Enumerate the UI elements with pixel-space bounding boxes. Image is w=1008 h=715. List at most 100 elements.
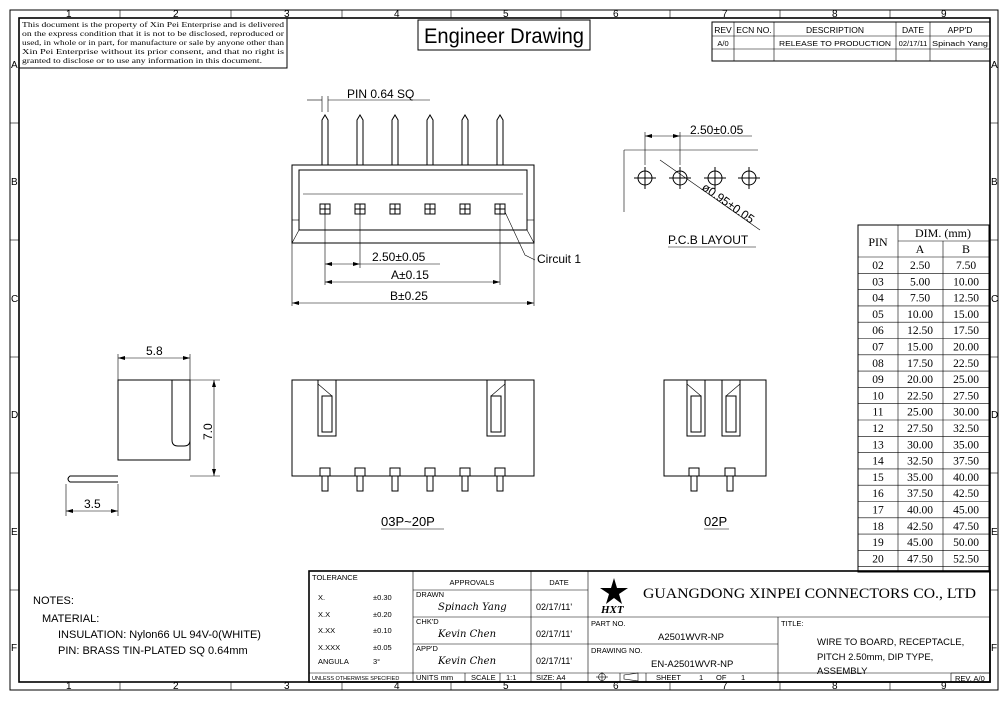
drawn-label: DRAWN xyxy=(416,590,444,599)
dim-table-a-cell: 32.50 xyxy=(907,456,933,468)
dim-table-a-cell: 10.00 xyxy=(907,309,933,321)
title-block: TOLERANCE X. ±0.30 X.X ±0.20 X.XX ±0.10 … xyxy=(308,570,991,683)
tol-row-2-value: ±0.10 xyxy=(373,626,392,635)
disclaimer-line-3: used, in whole or in part, for manufactu… xyxy=(22,39,285,47)
drawn-signature: Spinach Yang xyxy=(438,602,507,613)
dim-table-a-cell: 12.50 xyxy=(907,325,933,337)
front-view-two: 02P xyxy=(663,379,767,530)
dim-table-a-cell: 37.50 xyxy=(907,488,933,500)
dim-table-b-cell: 45.00 xyxy=(953,505,979,517)
grid-row-d-left: D xyxy=(11,410,18,421)
notes-pin: PIN: BRASS TIN-PLATED SQ 0.64mm xyxy=(58,645,248,657)
pcb-holes xyxy=(634,167,760,189)
grid-col-1-top: 1 xyxy=(66,9,72,20)
rev-header-ecn: ECN NO. xyxy=(736,25,771,35)
company-logo-text: HXT xyxy=(600,604,625,616)
scale-label: SCALE xyxy=(471,673,496,682)
rev-header-description: DESCRIPTION xyxy=(806,25,864,35)
dim-table-a-cell: 22.50 xyxy=(907,390,933,402)
drawing-no: EN-A2501WVR-NP xyxy=(651,659,733,670)
dim-table-b-cell: 22.50 xyxy=(953,358,979,370)
inner-border xyxy=(18,17,991,683)
company-logo: HXT xyxy=(600,578,628,616)
chkd-label: CHK'D xyxy=(416,617,439,626)
grid-col-5-top: 5 xyxy=(503,9,509,20)
grid-col-9-bottom: 9 xyxy=(941,681,947,692)
size-label: SIZE: A4 xyxy=(536,673,566,682)
tol-row-0-label: X. xyxy=(318,593,325,602)
grid-row-f-left: F xyxy=(11,643,17,654)
notes-insulation: INSULATION: Nylon66 UL 94V-0(WHITE) xyxy=(58,629,261,641)
dim-table-b-cell: 37.50 xyxy=(953,456,979,468)
b-dim: B±0.25 xyxy=(390,289,428,303)
circuit-1-label: Circuit 1 xyxy=(537,252,581,266)
tol-row-1-label: X.X xyxy=(318,610,330,619)
disclaimer-line-1: This document is the property of Xin Pei… xyxy=(22,21,285,29)
drawn-date: 02/17/11' xyxy=(536,602,572,612)
tol-row-1-value: ±0.20 xyxy=(373,610,392,619)
grid-col-1-bottom: 1 xyxy=(66,681,72,692)
chkd-date: 02/17/11' xyxy=(536,629,572,639)
dim-table-pin-cell: 17 xyxy=(872,505,884,517)
dim-table-pin-cell: 09 xyxy=(872,374,884,386)
tolerance-footer: UNLESS OTHERWISE SPECIFIED xyxy=(312,676,399,682)
dim-table-b-cell: 25.00 xyxy=(953,374,979,386)
rev-header-rev: REV xyxy=(714,25,732,35)
disclaimer-line-4: Xin Pei Enterprise without its prior con… xyxy=(22,48,284,56)
appd-signature: Kevin Chen xyxy=(437,656,496,667)
dim-table-a-cell: 15.00 xyxy=(907,342,933,354)
grid-col-6-bottom: 6 xyxy=(613,681,619,692)
dim-table-a-cell: 42.50 xyxy=(907,521,933,533)
appd-label: APP'D xyxy=(416,644,438,653)
dim-table-b-cell: 40.00 xyxy=(953,472,979,484)
top-view-contact-squares xyxy=(319,203,506,215)
part-no: A2501WVR-NP xyxy=(658,632,724,643)
dim-table-pin-cell: 05 xyxy=(872,309,884,321)
grid-row-d-right: D xyxy=(991,410,998,421)
dim-table-pin-cell: 14 xyxy=(872,456,884,468)
outer-border xyxy=(9,9,999,691)
dim-table-pin-cell: 04 xyxy=(872,293,884,305)
appd-date: 02/17/11' xyxy=(536,656,572,666)
pcb-layout: 2.50±0.05 ø0.95±0.05 P.C.B LAYOUT xyxy=(623,123,761,248)
tol-row-3-label: X.XXX xyxy=(318,643,340,652)
dim-table-pin-cell: 16 xyxy=(872,488,884,500)
front-view-multi: 03P~20P xyxy=(291,379,535,530)
notes: NOTES: MATERIAL: INSULATION: Nylon66 UL … xyxy=(33,595,261,657)
front-view-pins xyxy=(319,467,506,492)
grid-col-4-top: 4 xyxy=(394,9,400,20)
grid-col-8-top: 8 xyxy=(832,9,838,20)
rev-header-appd: APP'D xyxy=(948,25,973,35)
approvals-date-header: DATE xyxy=(549,578,568,587)
a-dim: A±0.15 xyxy=(391,268,429,282)
dim-table-b-cell: 52.50 xyxy=(953,553,979,565)
disclaimer-line-5: granted to disclose or to use any inform… xyxy=(22,57,262,65)
dim-table-b-cell: 15.00 xyxy=(953,309,979,321)
rev-row-description: RELEASE TO PRODUCTION xyxy=(779,39,891,48)
units-label: UNITS mm xyxy=(416,673,453,682)
dim-table-pin-header: PIN xyxy=(868,235,888,249)
side-view: 5.8 7.0 3.5 xyxy=(65,344,220,516)
grid-col-6-top: 6 xyxy=(613,9,619,20)
dim-table-b-cell: 42.50 xyxy=(953,488,979,500)
grid-col-8-bottom: 8 xyxy=(832,681,838,692)
view-multi-label: 03P~20P xyxy=(381,514,435,529)
dim-table-a-cell: 40.00 xyxy=(907,505,933,517)
approvals-title: APPROVALS xyxy=(450,578,495,587)
tol-row-3-value: ±0.05 xyxy=(373,643,392,652)
dim-table-a-cell: 7.50 xyxy=(910,293,930,305)
dim-table-col-a: A xyxy=(916,242,925,256)
dim-table-group-header: DIM. (mm) xyxy=(915,226,971,240)
notes-material: MATERIAL: xyxy=(42,613,99,625)
dim-table-b-cell: 35.00 xyxy=(953,439,979,451)
grid-col-3-top: 3 xyxy=(284,9,290,20)
grid-col-4-bottom: 4 xyxy=(394,681,400,692)
dim-table-b-cell: 12.50 xyxy=(953,293,979,305)
rev-row-rev: A/0 xyxy=(717,39,728,48)
dim-table-a-cell: 20.00 xyxy=(907,374,933,386)
dim-table-b-cell: 7.50 xyxy=(956,260,976,272)
logo-star-icon xyxy=(600,578,628,604)
top-view: PIN 0.64 SQ Circuit 1 xyxy=(291,87,581,306)
tol-row-4-label: ANGULA xyxy=(318,657,349,666)
